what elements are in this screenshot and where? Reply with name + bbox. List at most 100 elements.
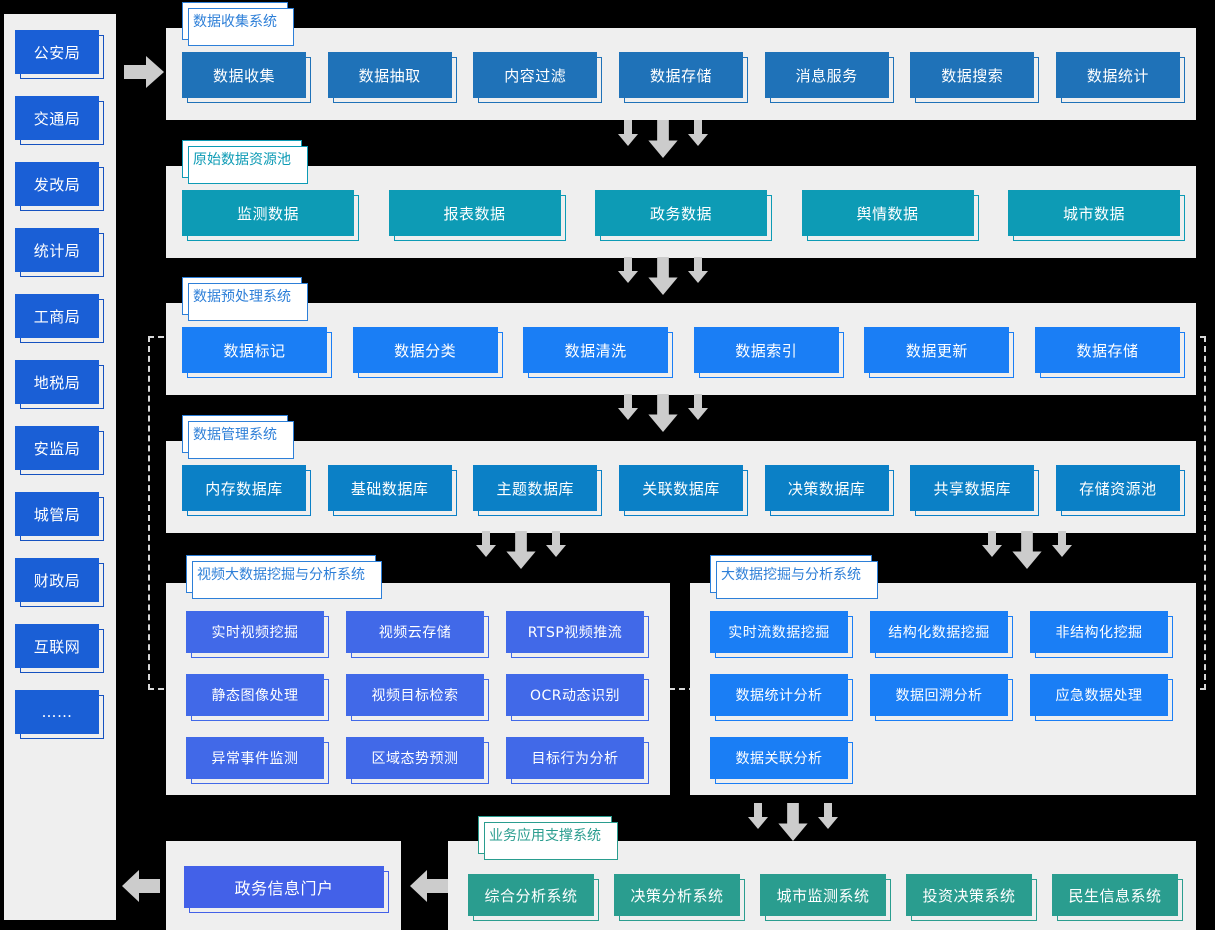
- row-portal: 政务信息门户: [184, 866, 389, 913]
- box-label: 数据统计分析: [710, 674, 848, 716]
- box-label: 视频目标检索: [346, 674, 484, 716]
- department-box[interactable]: 公安局: [15, 30, 104, 79]
- node-video-mining-2-3[interactable]: OCR动态识别: [506, 674, 649, 721]
- node-management-6[interactable]: 共享数据库: [910, 465, 1040, 516]
- sidebar-item-11[interactable]: ……: [15, 690, 105, 740]
- node-video-mining-1-1[interactable]: 实时视频挖掘: [186, 611, 329, 658]
- node-preprocess-4[interactable]: 数据索引: [693, 327, 844, 378]
- down-arrow-icon: [818, 803, 838, 829]
- department-box[interactable]: 统计局: [15, 228, 104, 277]
- sidebar-item-6[interactable]: 地税局: [15, 360, 105, 410]
- node-management-3[interactable]: 主题数据库: [473, 465, 603, 516]
- node-raw-pool-5[interactable]: 城市数据: [1008, 190, 1185, 241]
- sidebar-item-10[interactable]: 互联网: [15, 624, 105, 674]
- down-arrow-group: [982, 531, 1072, 569]
- node-preprocess-1[interactable]: 数据标记: [182, 327, 332, 378]
- down-arrow-group: [748, 803, 838, 841]
- node-preprocess-5[interactable]: 数据更新: [864, 327, 1015, 378]
- department-box[interactable]: 安监局: [15, 426, 104, 475]
- sidebar-item-8[interactable]: 城管局: [15, 492, 105, 542]
- node-support-1[interactable]: 综合分析系统: [468, 874, 599, 921]
- panel-tab-business-support: 业务应用支撑系统: [478, 816, 618, 860]
- node-management-5[interactable]: 决策数据库: [764, 465, 894, 516]
- box-label: 数据清洗: [523, 327, 669, 373]
- box-label: 数据标记: [182, 327, 327, 373]
- node-support-3[interactable]: 城市监测系统: [760, 874, 891, 921]
- node-bigdata-mining-2-1[interactable]: 数据统计分析: [710, 674, 853, 721]
- node-support-4[interactable]: 投资决策系统: [906, 874, 1037, 921]
- box-label: 政务信息门户: [184, 866, 384, 908]
- department-box[interactable]: ……: [15, 690, 104, 739]
- node-collection-4[interactable]: 数据存储: [618, 52, 748, 103]
- node-raw-pool-4[interactable]: 舆情数据: [801, 190, 979, 241]
- sidebar-item-2[interactable]: 交通局: [15, 96, 105, 146]
- node-bigdata-mining-2-3[interactable]: 应急数据处理: [1030, 674, 1173, 721]
- box-label: 存储资源池: [1055, 465, 1180, 511]
- sidebar-item-7[interactable]: 安监局: [15, 426, 105, 476]
- node-collection-3[interactable]: 内容过滤: [473, 52, 603, 103]
- node-video-mining-2-1[interactable]: 静态图像处理: [186, 674, 329, 721]
- box-label: 监测数据: [182, 190, 354, 236]
- node-raw-pool-2[interactable]: 报表数据: [388, 190, 566, 241]
- node-video-mining-3-3[interactable]: 目标行为分析: [506, 737, 649, 784]
- node-video-mining-1-2[interactable]: 视频云存储: [346, 611, 489, 658]
- department-box[interactable]: 交通局: [15, 96, 104, 145]
- node-bigdata-mining-3-1[interactable]: 数据关联分析: [710, 737, 853, 784]
- node-video-mining-2-2[interactable]: 视频目标检索: [346, 674, 489, 721]
- row-bigdata-mining-1: 实时流数据挖掘结构化数据挖掘非结构化挖掘: [710, 611, 1173, 658]
- box-label: OCR动态识别: [506, 674, 644, 716]
- node-management-2[interactable]: 基础数据库: [327, 465, 457, 516]
- node-management-7[interactable]: 存储资源池: [1055, 465, 1185, 516]
- box-label: 安监局: [15, 426, 99, 470]
- down-arrow-group: [618, 257, 708, 295]
- node-collection-7[interactable]: 数据统计: [1055, 52, 1185, 103]
- node-preprocess-6[interactable]: 数据存储: [1034, 327, 1185, 378]
- department-box[interactable]: 发改局: [15, 162, 104, 211]
- row-video-mining-2: 静态图像处理视频目标检索 OCR动态识别: [186, 674, 649, 721]
- sidebar-item-1[interactable]: 公安局: [15, 30, 105, 80]
- node-video-mining-3-1[interactable]: 异常事件监测: [186, 737, 329, 784]
- node-collection-2[interactable]: 数据抽取: [327, 52, 457, 103]
- node-support-5[interactable]: 民生信息系统: [1052, 874, 1183, 921]
- node-collection-1[interactable]: 数据收集: [182, 52, 311, 103]
- down-arrow-icon: [506, 531, 536, 569]
- box-label: 基础数据库: [327, 465, 452, 511]
- node-bigdata-mining-2-2[interactable]: 数据回溯分析: [870, 674, 1013, 721]
- node-management-1[interactable]: 内存数据库: [182, 465, 311, 516]
- node-preprocess-2[interactable]: 数据分类: [352, 327, 503, 378]
- node-bigdata-mining-1-1[interactable]: 实时流数据挖掘: [710, 611, 853, 658]
- node-raw-pool-1[interactable]: 监测数据: [182, 190, 359, 241]
- sidebar-item-4[interactable]: 统计局: [15, 228, 105, 278]
- node-support-2[interactable]: 决策分析系统: [614, 874, 745, 921]
- node-bigdata-mining-1-3[interactable]: 非结构化挖掘: [1030, 611, 1173, 658]
- box-label: 数据存储: [618, 52, 743, 98]
- panel-tab-collection: 数据收集系统: [182, 2, 294, 46]
- sidebar-item-3[interactable]: 发改局: [15, 162, 105, 212]
- node-collection-6[interactable]: 数据搜索: [910, 52, 1040, 103]
- down-arrow-icon: [648, 394, 678, 432]
- department-box[interactable]: 工商局: [15, 294, 104, 343]
- node-video-mining-1-3[interactable]: RTSP视频推流: [506, 611, 649, 658]
- node-preprocess-3[interactable]: 数据清洗: [523, 327, 674, 378]
- department-box[interactable]: 财政局: [15, 558, 104, 607]
- sidebar-item-5[interactable]: 工商局: [15, 294, 105, 344]
- node-bigdata-mining-1-2[interactable]: 结构化数据挖掘: [870, 611, 1013, 658]
- department-box[interactable]: 互联网: [15, 624, 104, 673]
- sidebar-item-9[interactable]: 财政局: [15, 558, 105, 608]
- down-arrow-icon: [648, 120, 678, 158]
- box-label: 民生信息系统: [1052, 874, 1178, 916]
- department-box[interactable]: 地税局: [15, 360, 104, 409]
- node-portal[interactable]: 政务信息门户: [184, 866, 389, 913]
- row-bigdata-mining-3: 数据关联分析: [710, 737, 853, 784]
- panel-tab-management: 数据管理系统: [182, 415, 294, 459]
- node-raw-pool-3[interactable]: 政务数据: [595, 190, 772, 241]
- box-label: 异常事件监测: [186, 737, 324, 779]
- node-collection-5[interactable]: 消息服务: [764, 52, 894, 103]
- node-video-mining-3-2[interactable]: 区域态势预测: [346, 737, 489, 784]
- box-label: 主题数据库: [473, 465, 598, 511]
- box-label: 互联网: [15, 624, 99, 668]
- node-management-4[interactable]: 关联数据库: [618, 465, 748, 516]
- row-collection: 数据收集数据抽取内容过滤数据存储消息服务数据搜索数据统计: [182, 52, 1185, 103]
- department-box[interactable]: 城管局: [15, 492, 104, 541]
- down-arrow-icon: [618, 394, 638, 420]
